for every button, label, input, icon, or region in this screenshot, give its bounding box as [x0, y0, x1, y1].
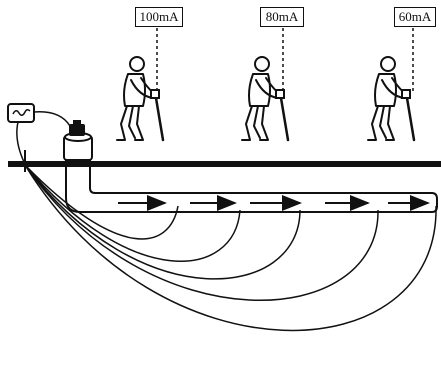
return-path	[24, 164, 437, 332]
lead-wire	[33, 111, 71, 127]
return-path	[24, 164, 241, 262]
sine-wave-icon	[12, 108, 31, 116]
operator-1	[116, 28, 165, 142]
signal-generator	[7, 103, 71, 172]
person-leg	[116, 105, 128, 141]
person-head	[380, 56, 396, 72]
person-leg	[259, 105, 269, 141]
person-head	[129, 56, 145, 72]
pipe-head	[63, 132, 93, 161]
clamp-connector	[69, 120, 85, 136]
lead-wire	[16, 121, 25, 163]
person-leg	[379, 105, 387, 139]
operator-3	[367, 28, 416, 142]
receiver-handle	[401, 89, 411, 99]
operator-2	[241, 28, 290, 142]
receiver-pole	[278, 90, 290, 142]
person-leg	[134, 105, 144, 141]
operators	[116, 28, 416, 142]
receiver-handle	[275, 89, 285, 99]
person-leg	[128, 105, 136, 139]
return-path	[24, 164, 179, 240]
ground-surface	[8, 161, 441, 167]
current-reading-3: 60mA	[394, 7, 436, 27]
return-path	[24, 164, 379, 301]
earth-return-paths	[24, 164, 437, 332]
person-leg	[253, 105, 261, 139]
person-leg	[385, 105, 395, 141]
person-leg	[241, 105, 253, 141]
receiver-handle	[150, 89, 160, 99]
person-leg	[367, 105, 379, 141]
current-reading-2: 80mA	[260, 7, 304, 27]
buried-pipe	[65, 140, 438, 213]
return-path	[24, 164, 301, 280]
person-torso	[123, 73, 146, 107]
receiver-pole	[153, 90, 165, 142]
person-torso	[374, 73, 397, 107]
receiver-pole	[404, 90, 416, 142]
person-torso	[248, 73, 271, 107]
person-head	[254, 56, 270, 72]
current-reading-1: 100mA	[135, 7, 183, 27]
